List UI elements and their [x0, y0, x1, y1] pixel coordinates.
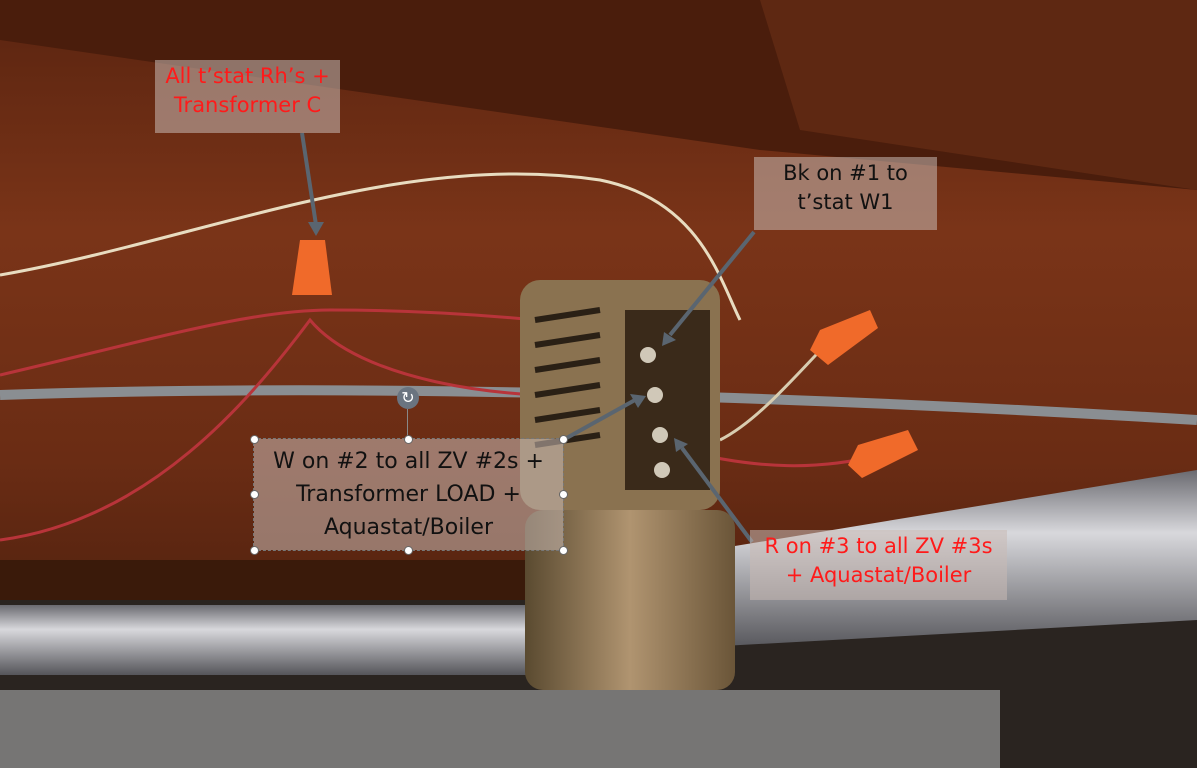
resize-handle-se[interactable] [559, 546, 568, 555]
resize-handle-w[interactable] [250, 490, 259, 499]
arrow [680, 446, 754, 544]
wire-nut-icon [292, 240, 918, 478]
resize-handle-ne[interactable] [559, 435, 568, 444]
callout-r-terminal-3: R on #3 to all ZV #3s + Aquastat/Boiler [750, 530, 1007, 600]
resize-handle-n[interactable] [404, 435, 413, 444]
arrow [668, 230, 756, 337]
resize-handle-nw[interactable] [250, 435, 259, 444]
rotate-handle-stem [407, 409, 408, 439]
callout-rh-transformer-c: All t’stat Rh’s + Transformer C [155, 60, 340, 133]
arrow [300, 132, 318, 226]
resize-handle-e[interactable] [559, 490, 568, 499]
resize-handle-s[interactable] [404, 546, 413, 555]
callout-bk-terminal-1: Bk on #1 to t’stat W1 [754, 157, 937, 230]
resize-handle-sw[interactable] [250, 546, 259, 555]
rotate-handle-icon[interactable]: ↻ [397, 387, 419, 409]
arrow [562, 398, 636, 442]
callout-w-terminal-2[interactable]: W on #2 to all ZV #2s + Transformer LOAD… [253, 438, 564, 551]
